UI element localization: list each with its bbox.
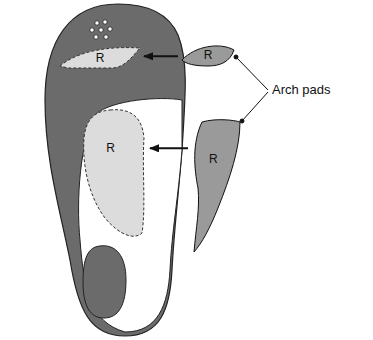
- placement-arrow: [150, 147, 188, 149]
- side-marker: R: [209, 153, 218, 165]
- side-marker: R: [106, 142, 115, 154]
- callout-label: Arch pads: [272, 82, 331, 98]
- arch-pad-placement: R: [80, 108, 148, 240]
- insole-arch-area: [79, 99, 182, 332]
- arch-pad-shape: [190, 118, 242, 256]
- vent-holes: [90, 20, 112, 39]
- side-marker: R: [96, 52, 105, 64]
- arch-pad: R: [190, 118, 242, 256]
- side-marker: R: [204, 49, 213, 61]
- insole-outline: [45, 4, 185, 336]
- heel-pad: [83, 246, 126, 318]
- arch-pad: R: [180, 42, 236, 68]
- leader-lines: [234, 55, 268, 123]
- arch-pad-placement: R: [58, 44, 142, 70]
- arch-pad-placement-shape: [80, 108, 148, 240]
- placement-arrow: [144, 55, 178, 57]
